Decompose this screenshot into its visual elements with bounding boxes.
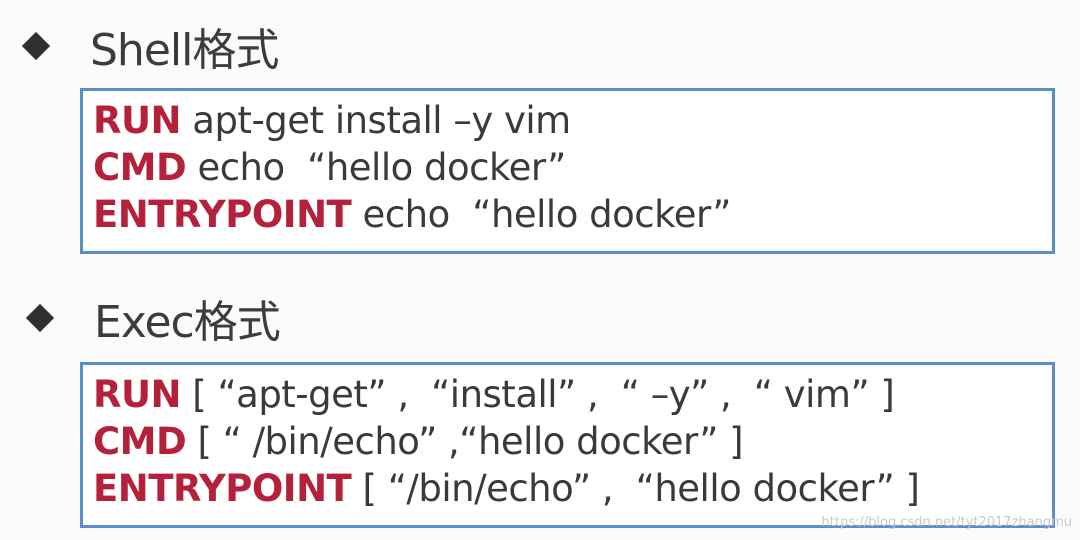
shell-code-box: RUN apt-get install –y vim CMD echo “hel…	[80, 88, 1055, 254]
exec-code-line-run: RUN [ “apt-get” , “install” , “ –y” , “ …	[93, 371, 1052, 418]
code-keyword: RUN	[93, 99, 182, 142]
exec-code-line-cmd: CMD [ “ /bin/echo” ,“hello docker” ]	[93, 418, 1052, 465]
exec-section-title: Exec格式	[94, 297, 281, 348]
code-text: [ “ /bin/echo” ,“hello docker” ]	[186, 420, 744, 463]
shell-section-title: Shell格式	[90, 25, 279, 76]
exec-section-heading: Exec格式	[26, 288, 281, 348]
code-text: echo “hello docker”	[351, 193, 732, 236]
code-text: [ “/bin/echo” , “hello docker” ]	[351, 467, 920, 510]
code-text: [ “apt-get” , “install” , “ –y” , “ vim”…	[181, 373, 895, 416]
shell-code-line-cmd: CMD echo “hello docker”	[93, 144, 1052, 191]
code-text: apt-get install –y vim	[181, 99, 571, 142]
code-keyword: CMD	[93, 146, 187, 189]
diamond-bullet-icon	[22, 32, 50, 60]
exec-code-box: RUN [ “apt-get” , “install” , “ –y” , “ …	[80, 362, 1055, 528]
shell-code-line-run: RUN apt-get install –y vim	[93, 97, 1052, 144]
code-keyword: CMD	[93, 420, 187, 463]
shell-code-line-entrypoint: ENTRYPOINT echo “hello docker”	[93, 191, 1052, 238]
code-keyword: ENTRYPOINT	[93, 193, 352, 236]
shell-section-heading: Shell格式	[22, 16, 279, 76]
watermark-url: https://blog.csdn.net/tyt2017zhangmu	[821, 515, 1072, 530]
code-text: echo “hello docker”	[186, 146, 566, 189]
diamond-bullet-icon	[26, 304, 54, 332]
code-keyword: ENTRYPOINT	[93, 467, 352, 510]
exec-code-line-entrypoint: ENTRYPOINT [ “/bin/echo” , “hello docker…	[93, 465, 1052, 512]
code-keyword: RUN	[93, 373, 182, 416]
